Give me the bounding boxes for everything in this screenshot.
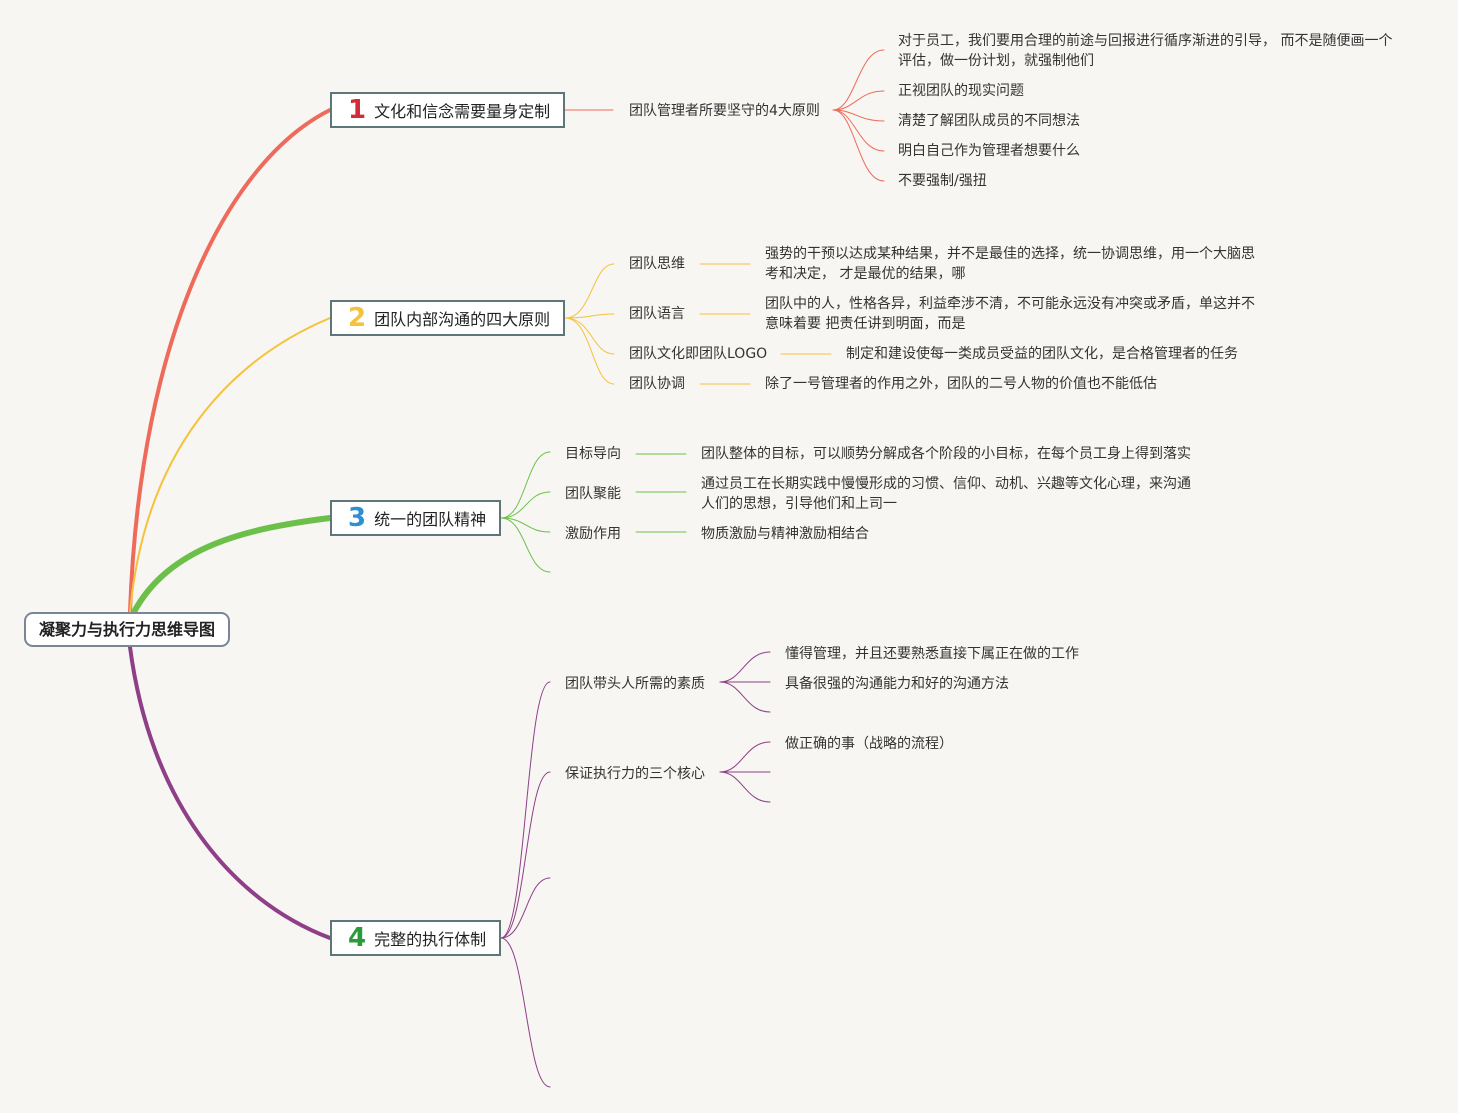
branch-1-leaf-4[interactable]: 明白自己作为管理者想要什么 <box>898 143 1080 159</box>
branch-2-item-4-label[interactable]: 团队协调 <box>629 376 685 392</box>
connector-b1-leaf-2 <box>832 90 885 111</box>
connector-b4-item-2 <box>500 771 551 939</box>
branch-1-node[interactable]: 1 文化和信念需要量身定制 <box>330 92 565 128</box>
branch-4-number: 4 <box>348 923 367 953</box>
connector-b2-item-4 <box>564 317 615 385</box>
branch-3-item-3-label[interactable]: 激励作用 <box>565 526 621 542</box>
branch-2-title: 团队内部沟通的四大原则 <box>374 310 551 329</box>
connector-root-branch-1 <box>128 108 332 614</box>
branch-4-item-1-child-1[interactable]: 懂得管理，并且还要熟悉直接下属正在做的工作 <box>785 646 1079 662</box>
branch-4-node[interactable]: 4 完整的执行体制 <box>330 920 501 956</box>
branch-1-subtopic[interactable]: 团队管理者所要坚守的4大原则 <box>629 103 820 119</box>
connector-b4-item-3 <box>500 877 551 939</box>
connector-b3-item-3 <box>500 517 551 533</box>
connector-b1-leaf-4 <box>832 109 885 152</box>
connector-b3-item-2 <box>500 491 551 519</box>
branch-3-node[interactable]: 3 统一的团队精神 <box>330 500 501 536</box>
branch-4-item-2-label[interactable]: 保证执行力的三个核心 <box>565 766 705 782</box>
branch-4-item-2-child-1[interactable]: 做正确的事（战略的流程） <box>785 736 953 752</box>
branch-3-item-3-detail[interactable]: 物质激励与精神激励相结合 <box>701 526 869 542</box>
connector-b3-item-1 <box>500 451 551 519</box>
branch-1-leaf-1[interactable]: 对于员工，我们要用合理的前途与回报进行循序渐进的引导， 而不是随便画一个评估，做… <box>898 33 1393 69</box>
connector-b4-item2-child-3 <box>719 771 771 803</box>
connector-root-branch-2 <box>129 317 331 613</box>
branch-3-title: 统一的团队精神 <box>374 510 487 529</box>
connector-b1-leaf-1 <box>832 49 885 111</box>
branch-2-item-2-label[interactable]: 团队语言 <box>629 306 685 322</box>
branch-2-item-3-label[interactable]: 团队文化即团队LOGO <box>629 346 768 362</box>
root-node[interactable]: 凝聚力与执行力思维导图 <box>24 612 230 647</box>
branch-1-title: 文化和信念需要量身定制 <box>374 102 551 121</box>
branch-2-item-3-detail[interactable]: 制定和建设使每一类成员受益的团队文化，是合格管理者的任务 <box>846 346 1238 362</box>
branch-3-number: 3 <box>348 503 367 533</box>
branch-3-item-2-detail[interactable]: 通过员工在长期实践中慢慢形成的习惯、信仰、动机、兴趣等文化心理，来沟通人们的思想… <box>701 476 1191 512</box>
branch-2-number: 2 <box>348 303 367 333</box>
connector-b4-item1-child-3 <box>719 681 771 713</box>
connector-b4-item2-child-1 <box>719 741 771 773</box>
connector-b4-item-1 <box>500 681 551 939</box>
branch-4-item-1-child-2[interactable]: 具备很强的沟通能力和好的沟通方法 <box>785 676 1009 692</box>
branch-3-item-2-label[interactable]: 团队聚能 <box>565 486 621 502</box>
connector-b3-item-4 <box>500 517 551 573</box>
connector-root-branch-4 <box>128 645 332 940</box>
branch-4-item-1-label[interactable]: 团队带头人所需的素质 <box>565 676 705 692</box>
branch-2-item-4-detail[interactable]: 除了一号管理者的作用之外，团队的二号人物的价值也不能低估 <box>765 376 1157 392</box>
connector-b2-item-1 <box>564 263 615 319</box>
branch-1-number: 1 <box>348 95 367 125</box>
branch-1-leaf-5[interactable]: 不要强制/强扭 <box>898 173 987 189</box>
branch-3-item-1-label[interactable]: 目标导向 <box>565 446 621 462</box>
branch-1-leaf-3[interactable]: 清楚了解团队成员的不同想法 <box>898 113 1080 129</box>
branch-2-node[interactable]: 2 团队内部沟通的四大原则 <box>330 300 565 336</box>
connector-b4-item1-child-1 <box>719 651 771 683</box>
branch-2-item-1-label[interactable]: 团队思维 <box>629 256 685 272</box>
connector-b2-item-2 <box>564 313 615 319</box>
branch-3-item-1-detail[interactable]: 团队整体的目标，可以顺势分解成各个阶段的小目标，在每个员工身上得到落实 <box>701 446 1191 462</box>
branch-2-item-1-detail[interactable]: 强势的干预以达成某种结果，并不是最佳的选择，统一协调思维，用一个大脑思考和决定，… <box>765 246 1255 282</box>
branch-1-leaf-2[interactable]: 正视团队的现实问题 <box>898 83 1024 99</box>
connector-root-branch-3 <box>131 515 333 615</box>
connector-b2-item-3 <box>564 317 615 355</box>
branch-2-item-2-detail[interactable]: 团队中的人，性格各异，利益牵涉不清，不可能永远没有冲突或矛盾，单这并不意味着要 … <box>765 296 1255 332</box>
connector-b1-leaf-5 <box>832 109 885 182</box>
branch-4-title: 完整的执行体制 <box>374 930 487 949</box>
connector-b4-item-4 <box>500 937 551 1088</box>
